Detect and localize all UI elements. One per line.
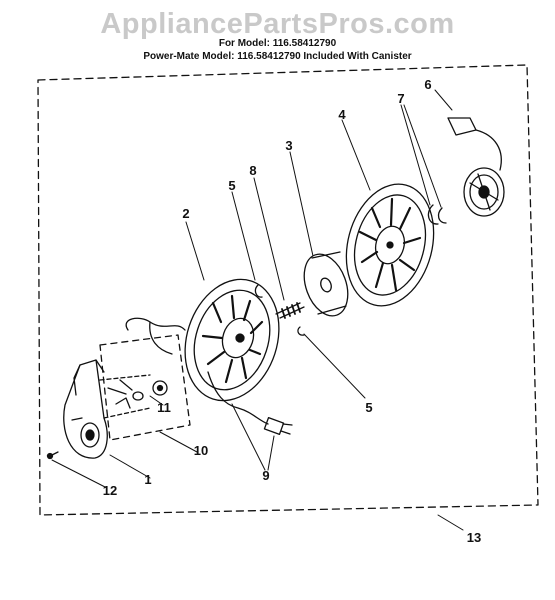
part-clips-7 bbox=[427, 204, 447, 225]
callout-1: 1 bbox=[144, 472, 152, 487]
watermark: AppliancePartsPros.com bbox=[100, 8, 455, 40]
part-bracket-1 bbox=[63, 359, 108, 459]
powermate-header-line: Power-Mate Model: 116.58412790 Included … bbox=[143, 51, 412, 62]
part-clip-5b bbox=[297, 326, 305, 336]
callout-5-bottom: 5 bbox=[365, 400, 373, 415]
callout-13: 13 bbox=[466, 530, 482, 545]
part-wire-harness bbox=[125, 317, 186, 355]
callout-8: 8 bbox=[249, 163, 257, 178]
part-switch-11 bbox=[107, 379, 168, 409]
part-reel-4 bbox=[345, 183, 435, 307]
part-power-cord-9 bbox=[207, 371, 293, 436]
callout-7: 7 bbox=[397, 91, 405, 106]
subassembly-boundary bbox=[99, 334, 191, 441]
callout-11: 11 bbox=[157, 400, 171, 415]
assembly-boundary bbox=[37, 64, 539, 516]
callout-12: 12 bbox=[102, 483, 118, 498]
part-spring-8 bbox=[275, 302, 305, 319]
part-end-cap-6 bbox=[447, 117, 505, 217]
callout-4: 4 bbox=[338, 107, 346, 122]
leader-lines bbox=[51, 89, 464, 531]
callout-3: 3 bbox=[285, 138, 293, 153]
part-reel-plate-2 bbox=[184, 278, 280, 402]
callout-10: 10 bbox=[193, 443, 209, 458]
callout-5-top: 5 bbox=[228, 178, 236, 193]
model-header-line: For Model: 116.58412790 bbox=[218, 38, 337, 49]
callout-2: 2 bbox=[182, 206, 190, 221]
part-screw-12 bbox=[46, 451, 59, 460]
part-hub-3 bbox=[303, 251, 349, 317]
callout-9: 9 bbox=[262, 468, 270, 483]
part-clip-5a bbox=[254, 284, 263, 298]
callout-6: 6 bbox=[424, 77, 432, 92]
